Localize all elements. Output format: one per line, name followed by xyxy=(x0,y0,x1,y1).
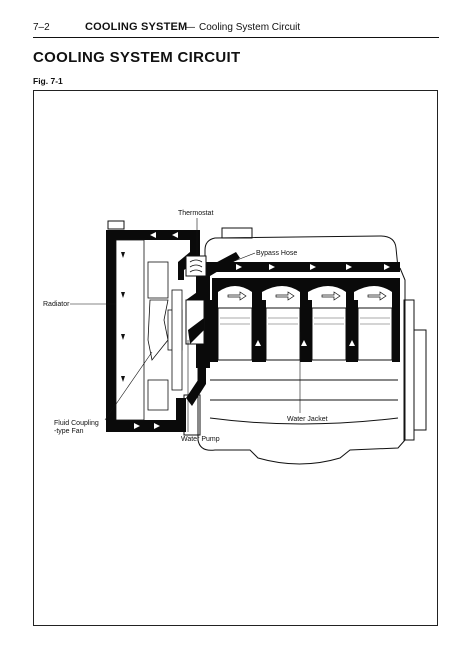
cylinders xyxy=(217,307,393,361)
header-dash: — xyxy=(185,22,195,33)
page-title: COOLING SYSTEM CIRCUIT xyxy=(33,49,241,66)
fluid-coupling-callout-line2: -type Fan xyxy=(54,428,84,435)
bypass-hose xyxy=(206,252,240,276)
fluid-coupling-fan xyxy=(147,261,183,411)
thermostat-housing xyxy=(185,255,207,277)
chamber-flow-arrows xyxy=(227,291,387,301)
figure-label: Fig. 7-1 xyxy=(33,76,63,86)
water-pump xyxy=(185,290,208,345)
figure-frame xyxy=(33,90,438,626)
fluid-coupling-callout-line1: Fluid Coupling xyxy=(54,420,99,427)
callout-leader-lines xyxy=(70,218,301,432)
water-jacket-callout: Water Jacket xyxy=(287,416,328,423)
bypass-hose-callout: Bypass Hose xyxy=(256,250,297,257)
cooling-system-diagram: Thermostat Bypass Hose Radiator Water Ja… xyxy=(43,210,427,465)
page-header: 7–2 COOLING SYSTEM — Cooling System Circ… xyxy=(33,21,439,38)
header-rule xyxy=(33,37,439,38)
jacket-flow-arrows xyxy=(236,264,390,346)
radiator-callout: Radiator xyxy=(43,301,70,308)
section-subtitle: Cooling System Circuit xyxy=(199,22,301,33)
lower-radiator-hose xyxy=(186,344,206,406)
radiator xyxy=(106,220,200,432)
thermostat-callout: Thermostat xyxy=(178,210,213,217)
page-number: 7–2 xyxy=(33,22,50,33)
section-title: COOLING SYSTEM xyxy=(85,21,188,33)
water-pump-callout: Water Pump xyxy=(181,436,220,443)
